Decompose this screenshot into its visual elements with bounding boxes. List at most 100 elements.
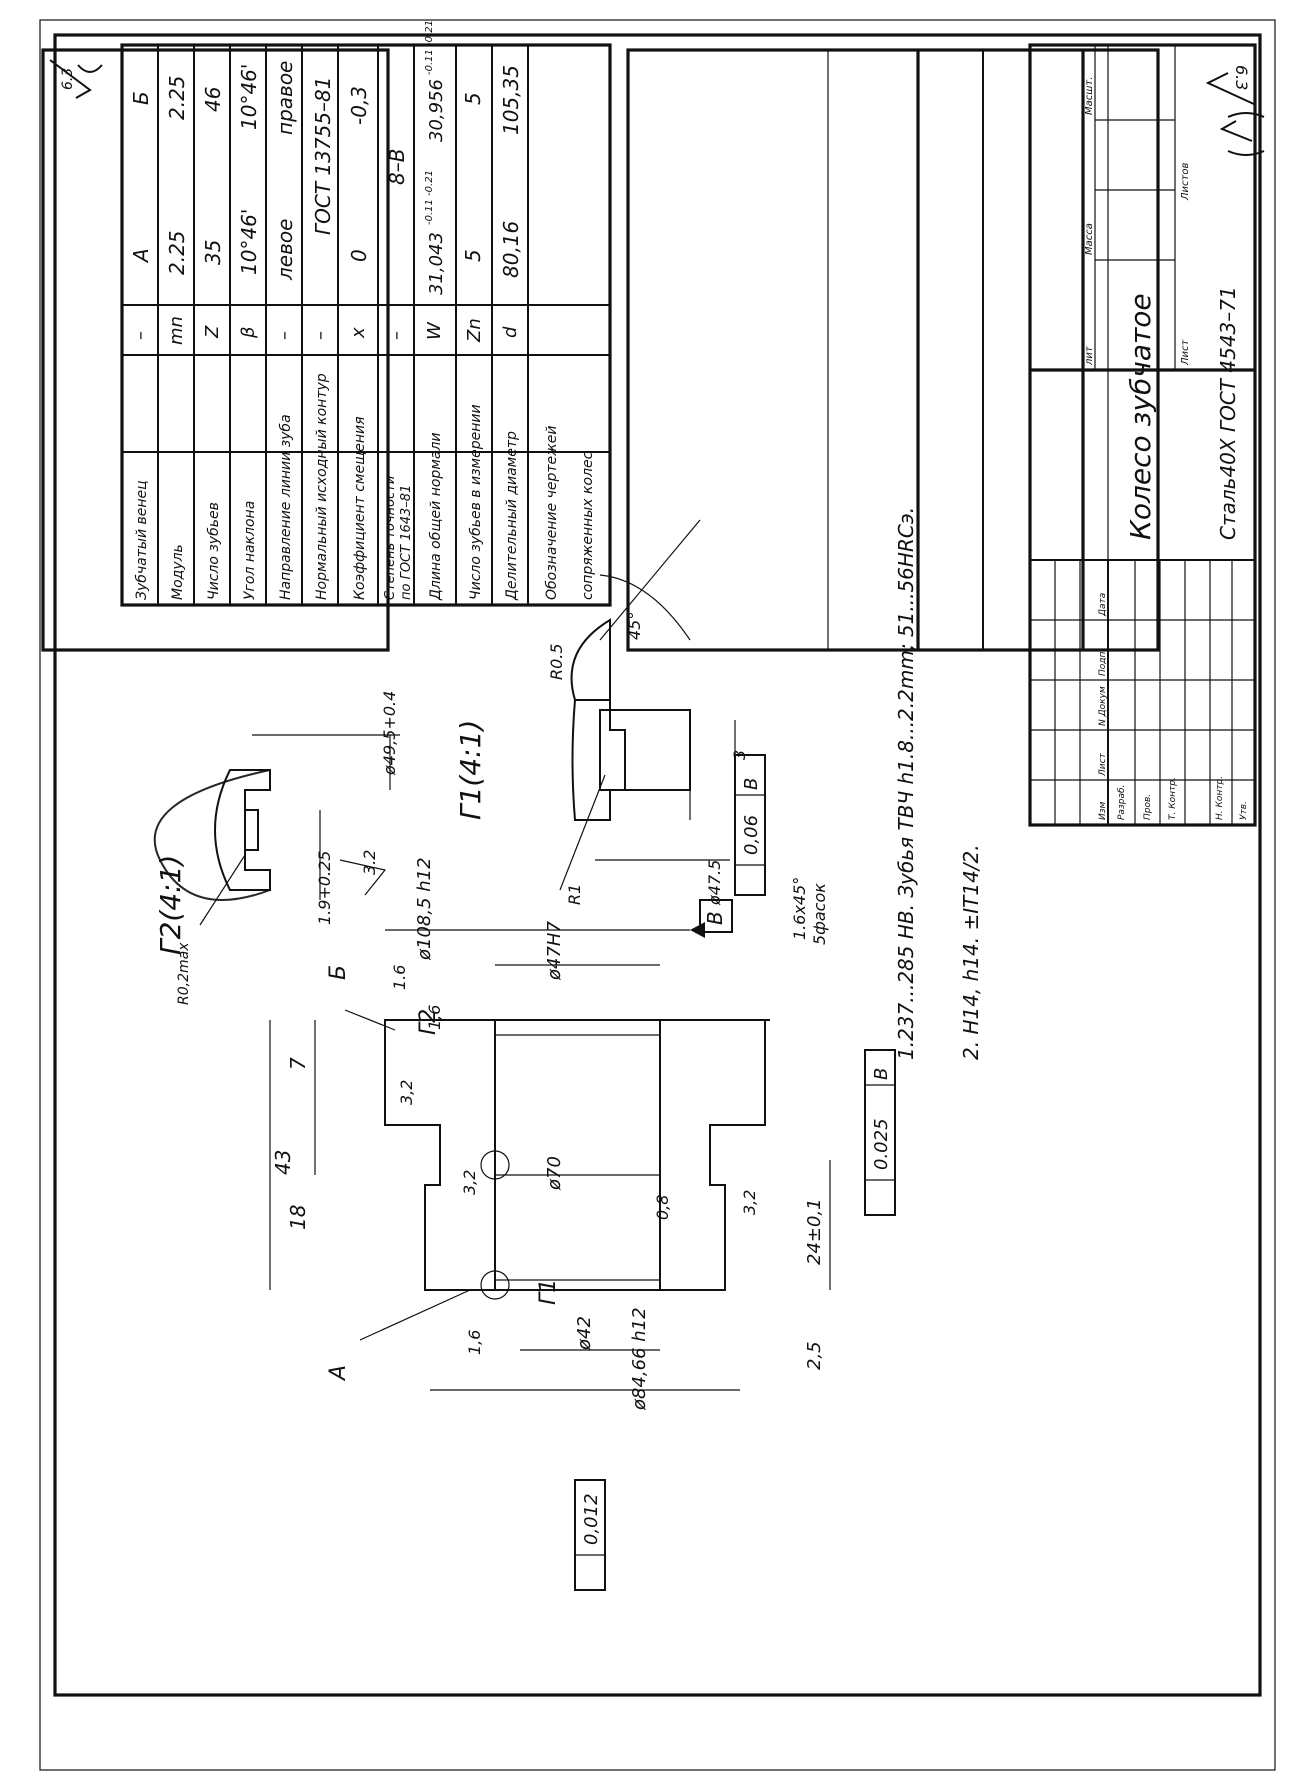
svg-text:35: 35 xyxy=(201,240,225,265)
note-1: 1.237...285 HB. Зубья ТВЧ h1.8...2.2mm; … xyxy=(894,507,918,1060)
svg-text:0.025: 0.025 xyxy=(871,1118,892,1170)
svg-text:ø47.5: ø47.5 xyxy=(705,860,724,906)
svg-text:10°46': 10°46' xyxy=(237,209,261,275)
svg-text:30,956: 30,956 xyxy=(426,79,447,142)
svg-text:–: – xyxy=(274,331,295,340)
svg-text:N Докум: N Докум xyxy=(1098,686,1108,726)
svg-text:46: 46 xyxy=(201,87,225,112)
gear-parameter-table xyxy=(626,48,1160,652)
svg-text:Г1: Г1 xyxy=(536,1279,561,1305)
svg-text:0: 0 xyxy=(347,249,371,262)
svg-text:6.3: 6.3 xyxy=(60,68,76,90)
svg-text:3.2: 3.2 xyxy=(360,850,379,875)
note-2: 2. H14, h14. ±IT14/2. xyxy=(959,844,983,1060)
svg-text:ø70: ø70 xyxy=(544,1156,565,1191)
drawing-frame xyxy=(53,33,1262,1697)
svg-text:R0.5: R0.5 xyxy=(547,643,566,680)
svg-text:5фасок: 5фасок xyxy=(810,883,829,945)
svg-text:5: 5 xyxy=(461,249,485,262)
svg-text:24±0,1: 24±0,1 xyxy=(804,1198,825,1265)
main-section-view: 43 7 18 24±0,1 2,5 ø108,5 h12 ø47H7 ø70 … xyxy=(269,754,896,1591)
svg-text:Лист: Лист xyxy=(1098,752,1108,777)
title-block xyxy=(1028,43,1257,827)
svg-text:β: β xyxy=(238,327,259,340)
sheet-outline xyxy=(39,19,1276,1771)
svg-text:x: x xyxy=(348,327,369,339)
svg-text:Г2: Г2 xyxy=(416,1009,441,1035)
gear-parameter-table xyxy=(120,43,612,607)
svg-text:105,35: 105,35 xyxy=(499,65,523,135)
detail-g2: Г2(4:1) ø49,5+0.4 1.9+0.25 3.2 R0,2max xyxy=(153,691,400,1005)
svg-text:-0.11 -0.21: -0.11 -0.21 xyxy=(424,170,435,225)
svg-text:6.3: 6.3 xyxy=(1232,65,1251,90)
svg-text:Лист: Лист xyxy=(1180,338,1191,366)
svg-text:80,16: 80,16 xyxy=(499,221,523,278)
svg-text:Г2(4:1): Г2(4:1) xyxy=(154,855,187,955)
svg-text:ø108,5 h12: ø108,5 h12 xyxy=(414,857,435,961)
svg-text:правое: правое xyxy=(273,61,297,135)
svg-text:Г1(4:1): Г1(4:1) xyxy=(454,720,487,820)
svg-text:Утв.: Утв. xyxy=(1239,801,1249,820)
svg-text:5: 5 xyxy=(461,92,485,105)
svg-text:–: – xyxy=(130,331,151,340)
roughness-symbol-general: 6.3 xyxy=(1205,65,1265,156)
svg-text:ø42: ø42 xyxy=(574,1316,595,1351)
svg-text:R1: R1 xyxy=(565,884,584,905)
svg-text:Подп.: Подп. xyxy=(1098,649,1108,676)
svg-text:3,2: 3,2 xyxy=(740,1190,759,1215)
svg-text:Пров.: Пров. xyxy=(1143,794,1153,820)
svg-text:–: – xyxy=(386,331,407,340)
row-label: Число зубьев xyxy=(206,502,222,600)
row-label: Число зубьев в измерении xyxy=(468,404,484,600)
svg-text:8–B: 8–B xyxy=(385,149,409,185)
row-label: по ГОСТ 1643–81 xyxy=(399,485,414,600)
svg-text:Разраб.: Разраб. xyxy=(1117,785,1127,820)
svg-text:А: А xyxy=(326,1365,351,1382)
svg-text:Дата: Дата xyxy=(1098,593,1108,617)
table-labels: Зубчатый венец Модуль Число зубьев Угол … xyxy=(134,373,596,601)
svg-text:0,012: 0,012 xyxy=(581,1493,602,1545)
svg-text:Б: Б xyxy=(326,965,351,980)
svg-text:Листов: Листов xyxy=(1180,163,1191,201)
svg-text:–: – xyxy=(310,331,331,340)
svg-text:2,5: 2,5 xyxy=(804,1341,825,1370)
svg-text:Т. Контр.: Т. Контр. xyxy=(1168,777,1178,820)
svg-text:Zn: Zn xyxy=(464,318,485,343)
svg-text:1.9+0.25: 1.9+0.25 xyxy=(315,851,334,925)
svg-text:3,2: 3,2 xyxy=(397,1080,416,1105)
row-label: Обозначение чертежей xyxy=(544,426,560,600)
svg-text:2.25: 2.25 xyxy=(165,75,189,120)
row-label: Угол наклона xyxy=(242,501,258,600)
table-symbols: – mn Z β – – x – W Zn d xyxy=(130,316,521,345)
svg-text:3,2: 3,2 xyxy=(460,1170,479,1195)
svg-text:Масшт.: Масшт. xyxy=(1084,77,1095,115)
title-block xyxy=(41,48,390,652)
svg-text:7: 7 xyxy=(286,1057,310,1070)
table-values-b: Б 2.25 46 10°46' правое -0,3 30,956 -0.1… xyxy=(129,20,523,142)
svg-text:Изм: Изм xyxy=(1098,801,1108,820)
svg-text:Z: Z xyxy=(202,325,223,339)
svg-text:B: B xyxy=(703,911,727,925)
part-name: Колесо зубчатое xyxy=(1124,293,1157,540)
svg-text:-0,3: -0,3 xyxy=(347,86,371,125)
row-label: Длина общей нормали xyxy=(428,432,444,601)
detail-g1: Г1(4:1) R0.5 45° 3 R1 ø47.5 xyxy=(454,519,749,906)
svg-text:10°46': 10°46' xyxy=(237,64,261,130)
row-label: Модуль xyxy=(170,544,186,600)
svg-text:1,6: 1,6 xyxy=(465,1330,484,1355)
svg-text:B: B xyxy=(741,778,762,790)
svg-text:mn: mn xyxy=(166,316,187,345)
row-label: Делительный диаметр xyxy=(504,431,520,601)
row-label: Степень точности xyxy=(383,476,398,600)
svg-text:-0.11 -0.21: -0.11 -0.21 xyxy=(424,20,435,75)
svg-text:1.6x45°: 1.6x45° xyxy=(790,877,809,940)
title-block-text: Колесо зубчатое Сталь40Х ГОСТ 4543–71 ли… xyxy=(1084,77,1249,820)
svg-text:левое: левое xyxy=(273,219,297,281)
svg-text:W: W xyxy=(424,321,445,340)
svg-text:ø49,5+0.4: ø49,5+0.4 xyxy=(380,691,399,776)
svg-text:1.6: 1.6 xyxy=(390,965,409,990)
svg-text:43: 43 xyxy=(271,1150,295,1175)
svg-text:1,6: 1,6 xyxy=(425,1005,444,1030)
svg-text:2.25: 2.25 xyxy=(165,230,189,275)
row-label: Направление линии зуба xyxy=(278,414,294,600)
